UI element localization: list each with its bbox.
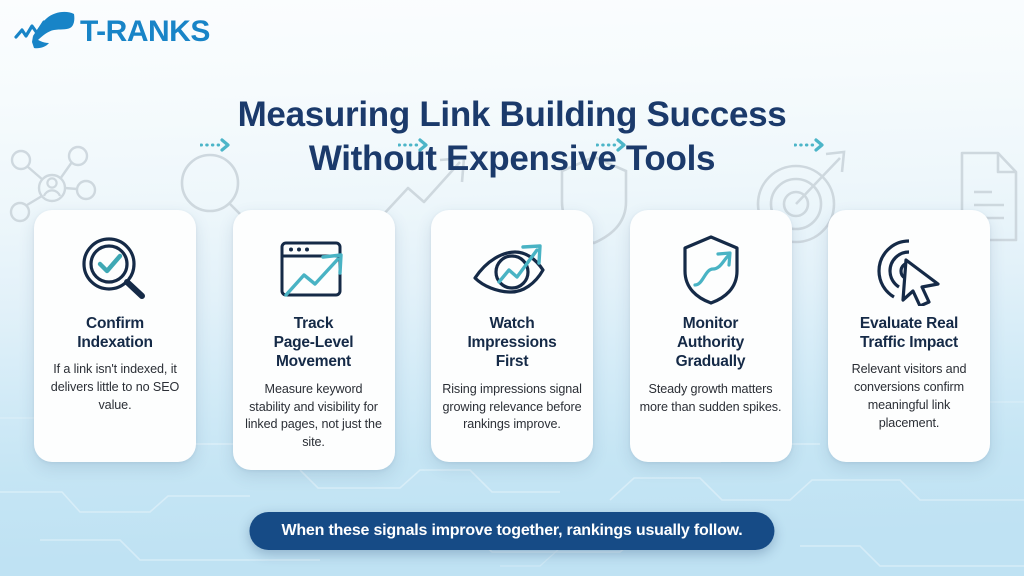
summary-banner: When these signals improve together, ran… bbox=[249, 512, 775, 550]
step-card-body: Steady growth matters more than sudden s… bbox=[639, 381, 782, 414]
title-line: Gradually bbox=[675, 353, 746, 371]
dotted-arrow-icon bbox=[596, 138, 626, 152]
eye-trend-arrow-icon bbox=[471, 232, 553, 308]
step-card-title: Monitor Authority Gradually bbox=[676, 314, 746, 372]
title-line: Confirm bbox=[85, 315, 144, 332]
dotted-arrow-icon bbox=[794, 138, 824, 152]
title-line: Movement bbox=[275, 353, 352, 371]
step-card-title: Watch Impressions First bbox=[467, 314, 556, 372]
target-cursor-click-icon bbox=[872, 232, 946, 308]
title-line: Indexation bbox=[77, 334, 153, 352]
title-line: Traffic Impact bbox=[860, 334, 958, 352]
step-card-monitor-authority-gradually[interactable]: Monitor Authority Gradually Steady growt… bbox=[629, 210, 792, 462]
magnifier-check-icon bbox=[78, 232, 152, 308]
step-card-title: Evaluate Real Traffic Impact bbox=[860, 314, 958, 352]
dotted-arrow-icon bbox=[200, 138, 230, 152]
title-line: Impressions bbox=[467, 334, 557, 352]
page-title-line-1: Measuring Link Building Success bbox=[237, 95, 787, 135]
step-card-body: Rising impressions signal growing releva… bbox=[442, 381, 582, 432]
title-line: Watch bbox=[489, 315, 535, 332]
brand-logo-text: T-RANKS bbox=[80, 15, 210, 48]
page-title-line-2: Without Expensive Tools bbox=[308, 138, 716, 178]
step-card-title: Confirm Indexation bbox=[77, 314, 153, 352]
title-line: Page-Level bbox=[273, 334, 354, 352]
title-line: Track bbox=[293, 315, 334, 332]
dotted-arrow-icon bbox=[398, 138, 428, 152]
title-line: Authority bbox=[676, 334, 745, 352]
step-card-body: Measure keyword stability and visibility… bbox=[245, 381, 382, 450]
shield-growth-arrow-icon bbox=[679, 232, 743, 308]
page-title: Measuring Link Building Success Without … bbox=[0, 93, 1024, 180]
shark-trend-logo-icon bbox=[14, 11, 75, 49]
step-card-watch-impressions-first[interactable]: Watch Impressions First Rising impressio… bbox=[431, 210, 593, 462]
step-card-track-page-level-movement[interactable]: Track Page-Level Movement Measure keywor… bbox=[232, 210, 395, 471]
step-card-confirm-indexation[interactable]: Confirm Indexation If a link isn't index… bbox=[34, 210, 196, 462]
browser-growth-chart-icon bbox=[276, 232, 352, 308]
step-card-evaluate-real-traffic-impact[interactable]: Evaluate Real Traffic Impact Relevant vi… bbox=[828, 210, 990, 462]
title-line: Monitor bbox=[682, 315, 739, 332]
steps-card-row: Confirm Indexation If a link isn't index… bbox=[34, 210, 990, 480]
step-card-body: If a link isn't indexed, it delivers lit… bbox=[50, 362, 180, 413]
step-card-title: Track Page-Level Movement bbox=[274, 314, 354, 372]
brand-logo[interactable]: T-RANKS bbox=[14, 8, 210, 56]
step-card-body: Relevant visitors and conversions confir… bbox=[851, 362, 967, 431]
title-line: First bbox=[495, 353, 529, 371]
title-line: Evaluate Real bbox=[859, 315, 959, 332]
